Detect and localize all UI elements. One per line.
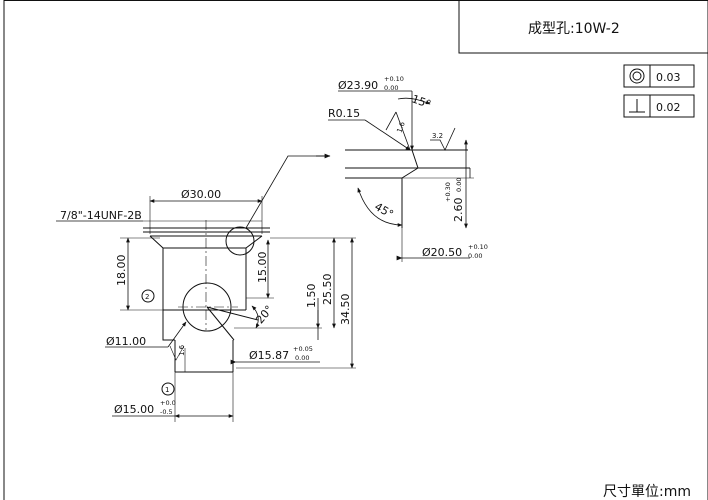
port-marker-2 — [141, 289, 155, 303]
dim-dia-23-90-tol-upper: +0.10 — [384, 75, 404, 83]
main-view — [56, 153, 356, 422]
dim-dia-15-87-tol-lower: 0.00 — [295, 354, 309, 362]
dim-radius: R0.15 — [328, 107, 360, 120]
dim-25-50: 25.50 — [321, 274, 334, 306]
unit-note: 尺寸單位:mm — [603, 484, 691, 500]
dim-angle-15: 15° — [410, 92, 433, 111]
dim-34-50: 34.50 — [339, 294, 352, 326]
dim-dia-20-50-tol-lower: 0.00 — [468, 252, 482, 260]
concentricity-icon — [629, 68, 645, 84]
perpendicularity-value: 0.02 — [656, 101, 681, 114]
thread-spec: 7/8"-14UNF-2B — [60, 209, 142, 222]
dim-dia-15: Ø15.00 — [114, 403, 154, 416]
detail-labels: Ø23.90 +0.10 0.00 15° R0.15 1.6 3.2 45° … — [328, 75, 488, 260]
concentricity-value: 0.03 — [656, 71, 681, 84]
dim-angle-20: 20° — [253, 303, 275, 326]
dim-dia-15-tol-upper: +0.0 — [160, 399, 176, 407]
dim-dia-20-50-tol-upper: +0.10 — [468, 243, 488, 251]
dim-dia-30: Ø30.00 — [181, 188, 221, 201]
hole-label: 成型孔:10W-2 — [528, 21, 620, 37]
dim-depth-tol-upper: +0.30 — [444, 182, 452, 202]
port-marker-1-label: 1 — [165, 386, 169, 394]
dim-dia-20-50: Ø20.50 — [422, 246, 462, 259]
dim-18: 18.00 — [115, 255, 128, 287]
dim-dia-15-87-tol-upper: +0.05 — [293, 345, 313, 353]
tolerance-frame-concentricity: 0.03 — [623, 64, 695, 88]
sheet-border — [3, 0, 708, 500]
dim-dia-15-tol-lower: -0.5 — [160, 408, 173, 416]
dim-depth-tol-lower: 0.00 — [455, 178, 463, 192]
perpendicularity-icon — [629, 99, 645, 113]
dim-15: 15.00 — [256, 252, 269, 284]
main-view-labels: 7/8"-14UNF-2B Ø30.00 18.00 15.00 1.50 25… — [60, 188, 352, 416]
dim-1-50: 1.50 — [305, 284, 318, 309]
tolerance-frame-perpendicularity: 0.02 — [623, 94, 695, 118]
roughness-bottom: 1.6 — [178, 344, 186, 356]
dim-depth-2-60: 2.60 — [452, 198, 465, 223]
roughness-3-2: 3.2 — [432, 132, 443, 140]
title-block: 成型孔:10W-2 — [458, 0, 708, 54]
port-marker-1 — [161, 382, 175, 396]
dim-dia-15-87: Ø15.87 — [249, 349, 289, 362]
roughness-1-6: 1.6 — [395, 120, 407, 134]
dim-angle-45: 45° — [372, 200, 395, 221]
dim-dia-23-90-tol-lower: 0.00 — [384, 84, 398, 92]
dim-dia-23-90: Ø23.90 — [338, 79, 378, 92]
port-marker-2-label: 2 — [145, 293, 149, 301]
detail-circle — [225, 226, 255, 256]
dim-dia-11: Ø11.00 — [106, 335, 146, 348]
detail-view — [328, 90, 474, 262]
